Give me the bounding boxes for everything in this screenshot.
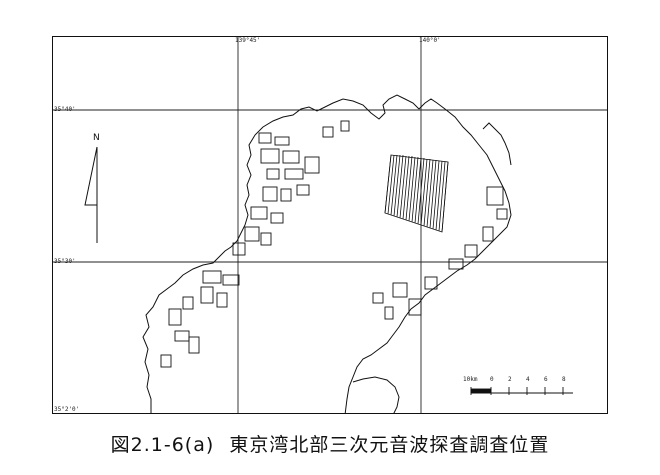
tokyo-bay-map	[53, 37, 607, 413]
coord-top-2: 140°0'	[419, 37, 441, 44]
map-grid	[53, 37, 607, 413]
figure-caption: 図2.1-6(a) 東京湾北部三次元音波探査調査位置	[0, 430, 660, 457]
north-label: N	[93, 133, 100, 143]
scale-label: 8	[562, 376, 566, 383]
scale-label: 6	[544, 376, 548, 383]
map-frame: 139°45' 140°0' 35°40' 35°30' 35°2'0' N 1…	[52, 36, 608, 414]
survey-area-hatch	[384, 154, 449, 233]
scale-bar	[470, 387, 573, 395]
figure-title: 東京湾北部三次元音波探査調査位置	[229, 434, 550, 456]
scale-labels: 10km 0 2 4 6 8	[463, 377, 583, 387]
scale-label: 10km	[463, 376, 478, 383]
coord-left-1: 35°40'	[54, 106, 76, 113]
figure-number: 図2.1-6(a)	[110, 434, 215, 456]
scale-label: 2	[508, 376, 512, 383]
coord-top-1: 139°45'	[235, 37, 261, 44]
coord-left-3: 35°2'0'	[54, 406, 80, 413]
scale-label: 4	[526, 376, 530, 383]
coord-left-2: 35°30'	[54, 258, 76, 265]
north-arrow-icon	[84, 146, 98, 243]
scale-label: 0	[490, 376, 494, 383]
reclaimed-land	[160, 120, 508, 368]
coastline	[142, 94, 512, 413]
